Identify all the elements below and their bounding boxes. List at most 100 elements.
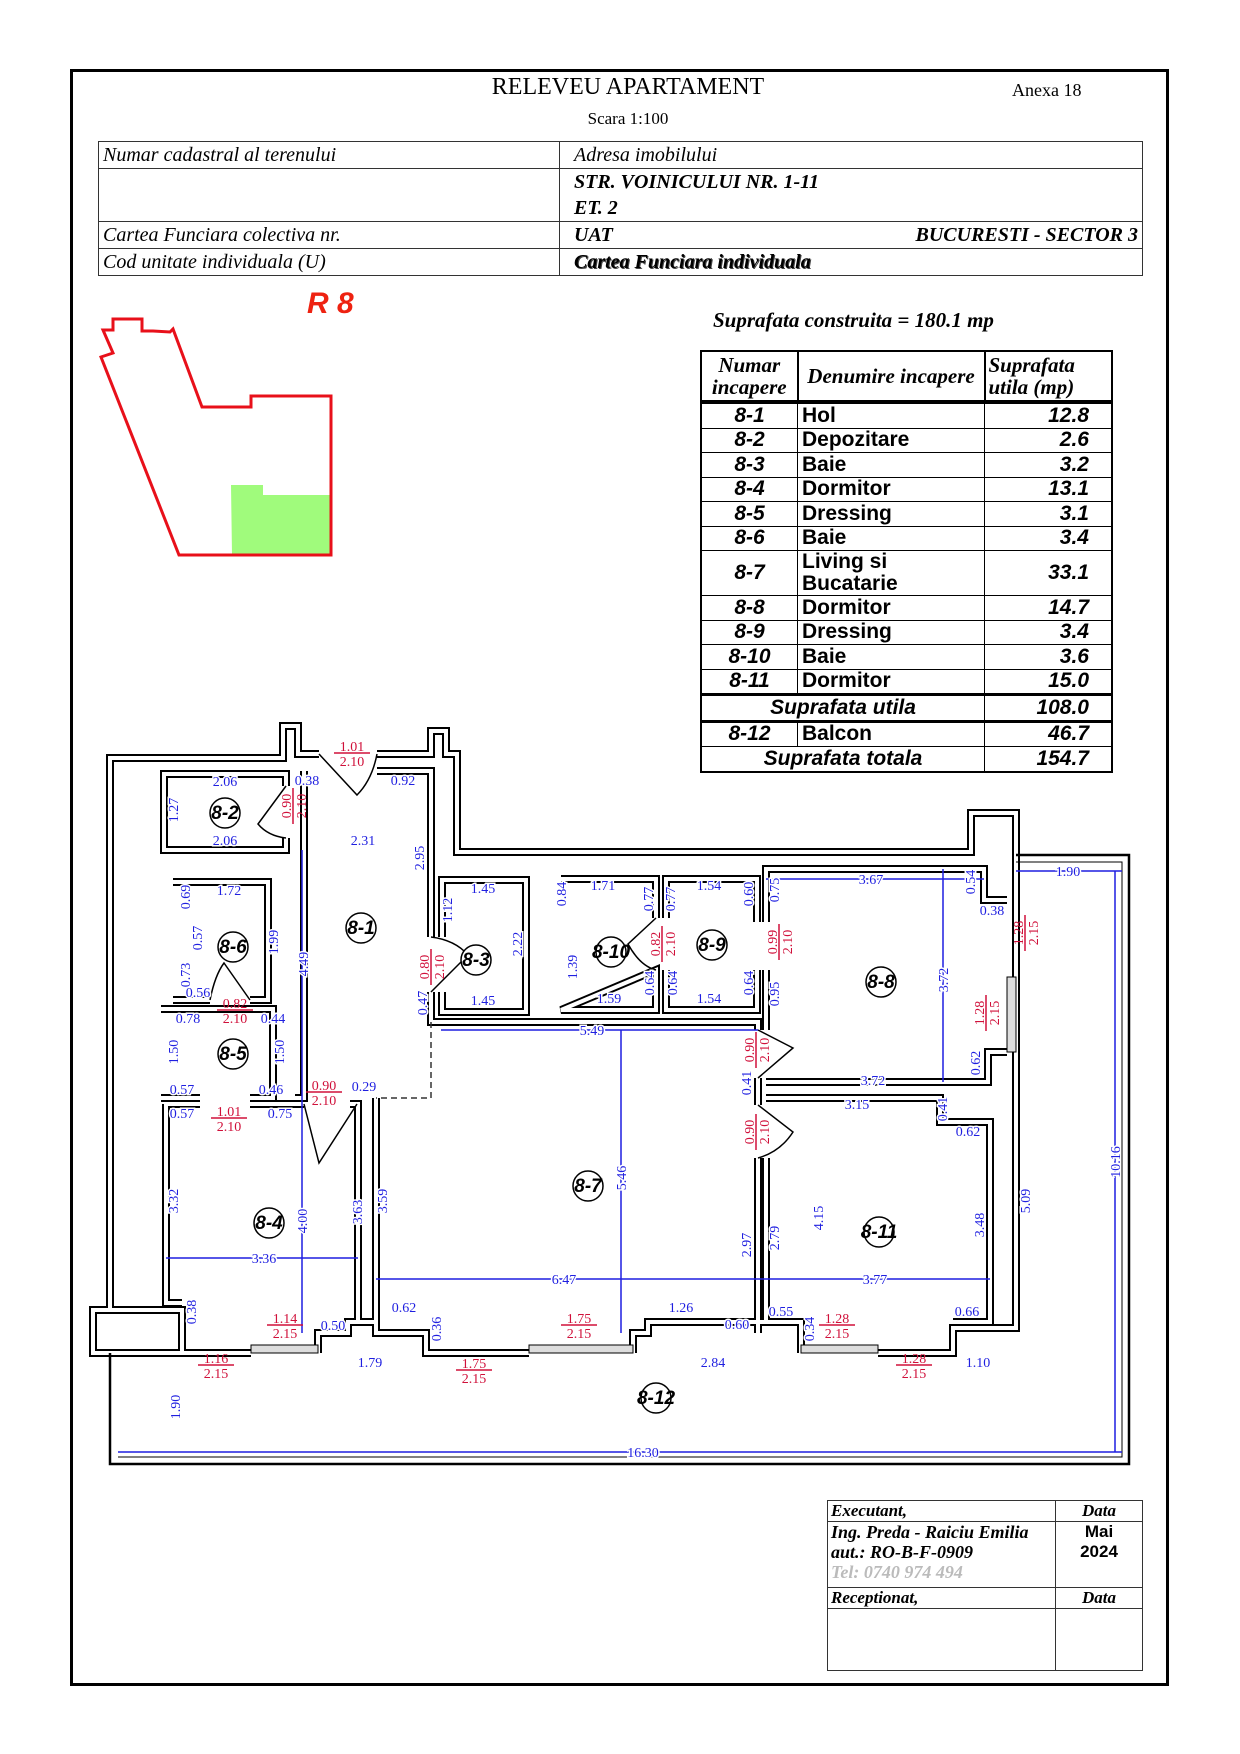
dimension-label: 1.79 xyxy=(358,1356,383,1371)
dimension-label: 0.41 xyxy=(936,1097,951,1122)
header-room-name: Denumire incapere xyxy=(796,350,986,404)
exterior-wall-inner xyxy=(91,724,1018,1355)
room-area: 14.7 xyxy=(984,595,1113,621)
room-marker: 8-4 xyxy=(253,1207,285,1239)
address-floor: ET. 2 xyxy=(559,195,1143,222)
executant-label: Executant, xyxy=(827,1500,1056,1522)
opening-height: 2.10 xyxy=(758,1038,773,1063)
room-name: Dressing xyxy=(797,619,985,645)
dimension-label: 0.46 xyxy=(259,1083,284,1098)
room-name: Baie xyxy=(797,644,985,670)
dimension-label: 1.59 xyxy=(597,992,622,1007)
dimension-label: 0.84 xyxy=(555,882,570,907)
room-number-label: 8-3 xyxy=(462,950,490,971)
hall-boundary-dashed xyxy=(376,1022,432,1099)
dimension-label: 1.90 xyxy=(169,1395,184,1420)
dimension-label: 1.50 xyxy=(167,1040,182,1065)
dimension-label: 1.45 xyxy=(471,994,496,1009)
wall-8-11-inner xyxy=(764,1096,992,1324)
received-date-label: Data xyxy=(1055,1587,1143,1609)
room-number-label: 8-9 xyxy=(698,935,726,956)
opening-width: 0.90 xyxy=(280,794,295,819)
dimension-label: 0.73 xyxy=(179,963,194,988)
room-number: 8-1 xyxy=(700,401,798,429)
received-label: Receptionat, xyxy=(827,1587,1056,1609)
dimension-label: 3.15 xyxy=(845,1098,870,1113)
door-swings xyxy=(209,753,795,1165)
room-area: 3.4 xyxy=(984,619,1113,645)
dimension-label: 0.56 xyxy=(186,986,211,1001)
dimension-label: 4.15 xyxy=(812,1206,827,1231)
room-marker: 8-3 xyxy=(460,944,492,976)
opening-height: 2.15 xyxy=(273,1327,298,1342)
opening-dimension: 1.162.15 xyxy=(198,1352,234,1382)
address-label: Adresa imobilului xyxy=(559,141,1143,169)
wall-hall-left-inner xyxy=(295,771,306,1100)
opening-dimension: 1.142.15 xyxy=(267,1312,303,1342)
dimension-label: 3.48 xyxy=(973,1213,988,1238)
dimension-label: 10.16 xyxy=(1109,1146,1124,1178)
dimension-label: 2.31 xyxy=(351,834,376,849)
dimension-label: 2.06 xyxy=(213,775,238,790)
room-number-label: 8-11 xyxy=(861,1222,898,1243)
dimension-label: 1.99 xyxy=(267,930,282,955)
room-area: 12.8 xyxy=(984,401,1113,429)
dimension-lines xyxy=(118,850,1122,1453)
date-year: 2024 xyxy=(1080,1542,1118,1561)
opening-dimension: 1.282.15 xyxy=(896,1352,932,1382)
opening-height: 2.15 xyxy=(1027,921,1042,946)
wall-8-2-inner xyxy=(162,772,288,852)
balcony-outline xyxy=(108,853,1131,1466)
room-name: Baie xyxy=(797,452,985,478)
opening-width: 0.90 xyxy=(312,1079,337,1094)
signature-block: Executant,Data Ing. Preda - Raiciu Emili… xyxy=(827,1500,1143,1671)
dimension-label: 0.92 xyxy=(391,774,416,789)
dimension-label: 0.77 xyxy=(642,887,657,912)
room-marker: 8-1 xyxy=(345,912,377,944)
dimension-label: 1.50 xyxy=(273,1040,288,1065)
dimension-label: 1.45 xyxy=(471,882,496,897)
opening-width: 0.90 xyxy=(743,1120,758,1145)
windows xyxy=(250,976,1017,1354)
dimension-label: 3.72 xyxy=(937,968,952,993)
room-marker: 8-2 xyxy=(209,797,241,829)
dimension-label: 2.06 xyxy=(213,834,238,849)
dimension-label: 1.26 xyxy=(669,1301,694,1316)
dimension-label: 3.32 xyxy=(167,1189,182,1214)
opening-height: 2.10 xyxy=(340,755,365,770)
dimension-label: 1.39 xyxy=(566,955,581,980)
dimension-label: 1.71 xyxy=(591,879,616,894)
cadastral-label: Numar cadastral al terenului xyxy=(98,141,560,169)
address-street: STR. VOINICULUI NR. 1-11 xyxy=(559,168,1143,195)
wall-8-10-inner xyxy=(560,877,658,1012)
dimension-label: 0.50 xyxy=(321,1319,346,1334)
opening-dimension: 0.902.10 xyxy=(306,1079,342,1109)
opening-height: 2.10 xyxy=(223,1012,248,1027)
balcony-name: Balcon xyxy=(797,719,985,747)
dimension-label: 1.27 xyxy=(167,798,182,823)
room-area: 3.1 xyxy=(984,501,1113,527)
wall-hall-right-inner xyxy=(377,769,760,1333)
opening-width: 1.28 xyxy=(973,1001,988,1026)
room-number: 8-2 xyxy=(700,427,798,453)
opening-dimension: 0.822.10 xyxy=(217,997,253,1027)
opening-dimension: 1.752.15 xyxy=(456,1357,492,1387)
dimension-label: 0.38 xyxy=(185,1300,200,1325)
opening-width: 1.16 xyxy=(204,1352,229,1367)
unit-code-label: Cod unitate individuala (U) xyxy=(98,248,560,276)
dimension-label: 0.62 xyxy=(969,1051,984,1076)
dimension-label: 2.22 xyxy=(511,932,526,957)
opening-height: 2.15 xyxy=(567,1327,592,1342)
scale-label: Scara 1:100 xyxy=(587,109,669,128)
wall-8-6-inner xyxy=(173,880,270,1002)
uat-label: UAT xyxy=(574,223,613,246)
dimension-label: 3.77 xyxy=(863,1273,888,1288)
dimension-label: 4.49 xyxy=(297,952,312,977)
